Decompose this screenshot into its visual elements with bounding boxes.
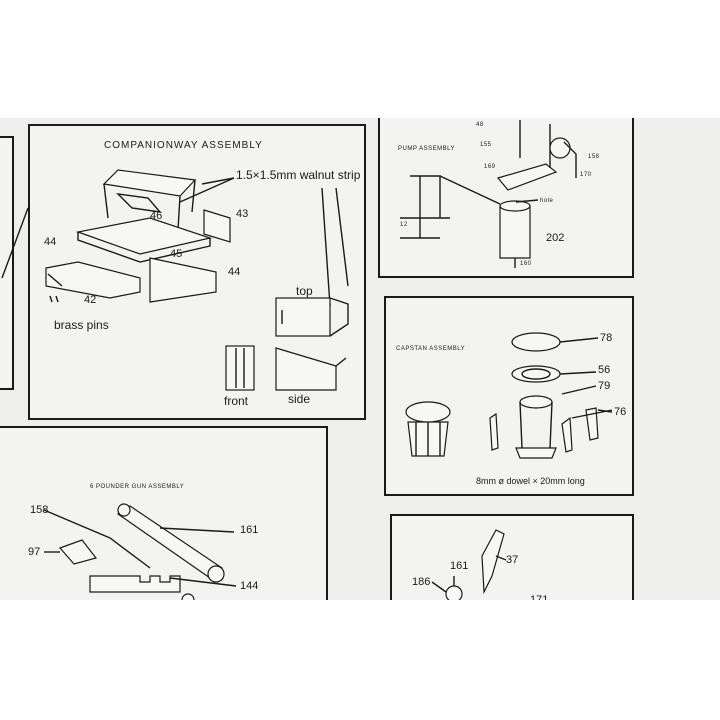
rigging-drawing: [431, 529, 507, 600]
capstan-part-76: 76: [614, 406, 627, 418]
pump-part-170: 170: [580, 172, 592, 178]
capstan-drawing: [405, 332, 613, 459]
gun-part-144: 144: [240, 580, 259, 592]
pump-title: PUMP ASSEMBLY: [398, 146, 455, 152]
rigging-part-161: 161: [450, 560, 469, 572]
view-front-label: front: [224, 394, 249, 408]
pump-part-155: 155: [480, 142, 492, 148]
capstan-part-78: 78: [600, 332, 613, 344]
gun-part-161: 161: [240, 524, 259, 536]
part-44-right-label: 44: [228, 266, 241, 278]
part-43-label: 43: [236, 208, 249, 220]
gun-part-158: 158: [30, 504, 49, 516]
capstan-part-56: 56: [598, 364, 611, 376]
walnut-strip-label: 1.5×1.5mm walnut strip: [236, 168, 361, 182]
part-45-label: 45: [170, 248, 183, 260]
pump-part-48: 48: [476, 122, 484, 128]
pump-panel: PUMP ASSEMBLY 48 155 169 158 170 12 hole…: [378, 118, 634, 278]
rigging-part-171: 171: [530, 594, 549, 600]
instruction-sheet: COMPANIONWAY ASSEMBLY 1.5×1.5mm walnut s…: [0, 118, 720, 600]
brass-pins-label: brass pins: [54, 318, 109, 332]
rigging-panel: 161 37 186 171: [390, 514, 634, 600]
rigging-part-186: 186: [412, 576, 431, 588]
pump-part-12: 12: [400, 222, 408, 228]
pump-hole-label: hole: [540, 198, 554, 204]
capstan-dowel-note: 8mm ø dowel × 20mm long: [476, 476, 585, 486]
companionway-drawing: [45, 169, 349, 391]
left-panel-fold: [1, 207, 29, 279]
part-42-label: 42: [84, 294, 97, 306]
part-44-left-label: 44: [44, 236, 57, 248]
pump-part-202: 202: [546, 232, 565, 244]
pump-part-158: 158: [588, 154, 600, 160]
part-46-label: 46: [150, 210, 163, 222]
capstan-part-79: 79: [598, 380, 611, 392]
capstan-title: CAPSTAN ASSEMBLY: [396, 346, 466, 352]
gun-drawing: [43, 503, 237, 600]
companionway-title: COMPANIONWAY ASSEMBLY: [104, 140, 263, 151]
companionway-panel: COMPANIONWAY ASSEMBLY 1.5×1.5mm walnut s…: [28, 124, 366, 420]
view-top-label: top: [296, 284, 313, 298]
view-side-label: side: [288, 392, 311, 406]
capstan-panel: CAPSTAN ASSEMBLY 78 56 79 76 8mm ø dowel…: [384, 296, 634, 496]
gun-title: 6 POUNDER GUN ASSEMBLY: [90, 484, 185, 490]
gun-part-97: 97: [28, 546, 41, 558]
pump-drawing: [400, 120, 577, 268]
pump-part-160: 160: [520, 261, 532, 267]
pump-part-169: 169: [484, 164, 496, 170]
gun-panel: 6 POUNDER GUN ASSEMBLY 158 161 97 144: [0, 426, 328, 600]
rigging-part-37: 37: [506, 554, 519, 566]
